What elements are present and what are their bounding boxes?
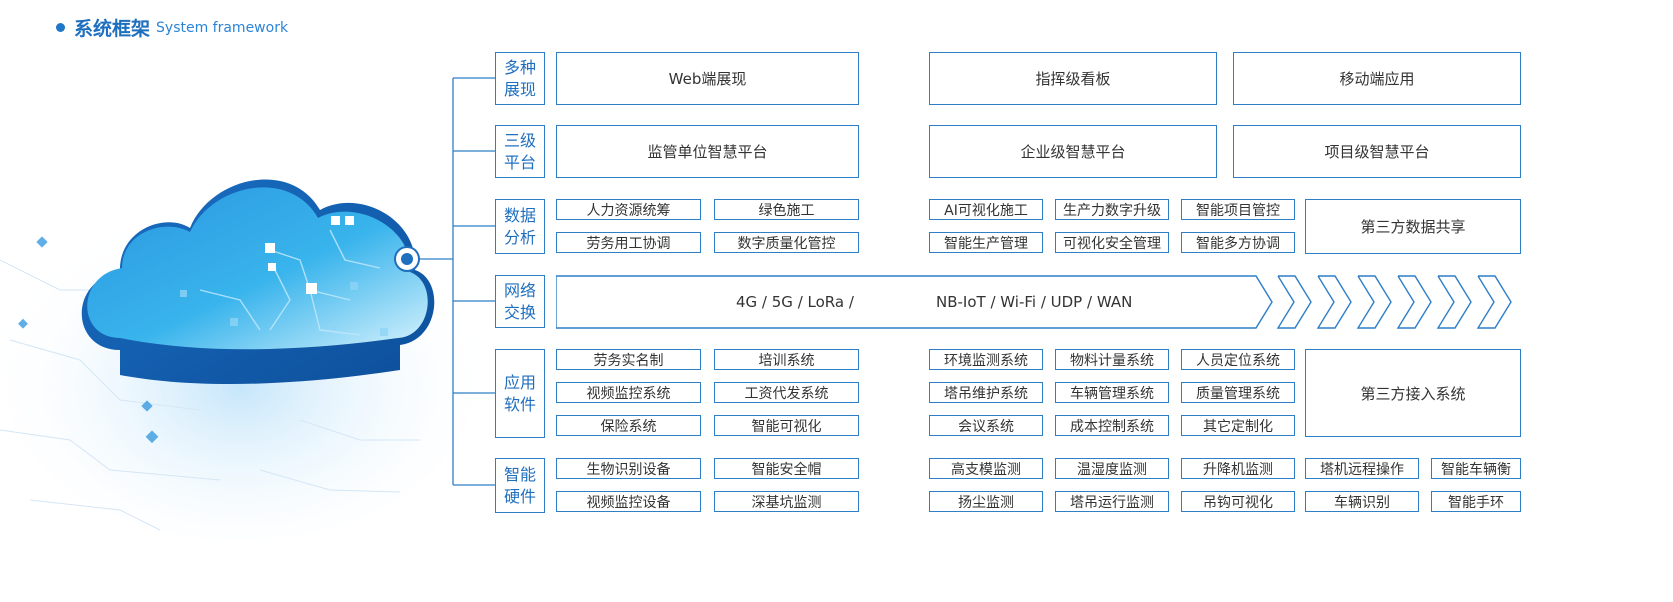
hardware-item[interactable]: 温湿度监测 [1055, 458, 1169, 479]
category-display: 多种展现 [495, 52, 545, 105]
category-network-line2: 交换 [503, 302, 536, 322]
software-third-party-access[interactable]: 第三方接入系统 [1305, 349, 1521, 437]
section-header: 系统框架 System framework [56, 14, 288, 41]
analysis-item[interactable]: 智能项目管控 [1181, 199, 1295, 220]
category-hardware: 智能硬件 [495, 458, 545, 513]
software-item[interactable]: 培训系统 [714, 349, 859, 370]
software-item[interactable]: 视频监控系统 [556, 382, 701, 403]
category-software: 应用软件 [495, 349, 545, 438]
category-software-line2: 软件 [503, 394, 536, 414]
category-analysis-line1: 数据 [503, 205, 536, 225]
category-platform-line1: 三级 [503, 130, 536, 150]
hardware-item[interactable]: 塔机远程操作 [1305, 458, 1419, 479]
category-software-line1: 应用 [503, 372, 536, 392]
hardware-item[interactable]: 塔吊运行监测 [1055, 491, 1169, 512]
analysis-item[interactable]: 智能多方协调 [1181, 232, 1295, 253]
software-item[interactable]: 保险系统 [556, 415, 701, 436]
analysis-item[interactable]: 数字质量化管控 [714, 232, 859, 253]
category-analysis: 数据分析 [495, 199, 545, 254]
category-hardware-line1: 智能 [503, 464, 536, 484]
analysis-item[interactable]: 智能生产管理 [929, 232, 1043, 253]
analysis-item[interactable]: 生产力数字升级 [1055, 199, 1169, 220]
hardware-item[interactable]: 车辆识别 [1305, 491, 1419, 512]
software-item[interactable]: 会议系统 [929, 415, 1043, 436]
analysis-item[interactable]: 人力资源统筹 [556, 199, 701, 220]
analysis-item[interactable]: AI可视化施工 [929, 199, 1043, 220]
hardware-item[interactable]: 高支模监测 [929, 458, 1043, 479]
network-protocols-right: NB-IoT / Wi-Fi / UDP / WAN [936, 293, 1133, 311]
title-zh: 系统框架 [74, 18, 151, 40]
hardware-item[interactable]: 深基坑监测 [714, 491, 859, 512]
bullet-dot [56, 23, 65, 32]
software-item[interactable]: 人员定位系统 [1181, 349, 1295, 370]
platform-regulator[interactable]: 监管单位智慧平台 [556, 125, 859, 178]
software-item[interactable]: 成本控制系统 [1055, 415, 1169, 436]
analysis-item[interactable]: 可视化安全管理 [1055, 232, 1169, 253]
software-item[interactable]: 环境监测系统 [929, 349, 1043, 370]
platform-enterprise[interactable]: 企业级智慧平台 [929, 125, 1217, 178]
platform-project[interactable]: 项目级智慧平台 [1233, 125, 1521, 178]
hardware-item[interactable]: 吊钩可视化 [1181, 491, 1295, 512]
software-item[interactable]: 工资代发系统 [714, 382, 859, 403]
category-analysis-line2: 分析 [503, 227, 536, 247]
network-protocols-left: 4G / 5G / LoRa / [736, 293, 854, 311]
category-platform-line2: 平台 [503, 152, 536, 172]
cloud-illustration [0, 140, 480, 560]
category-network: 网络交换 [495, 275, 545, 328]
hardware-item[interactable]: 扬尘监测 [929, 491, 1043, 512]
category-platform: 三级平台 [495, 125, 545, 178]
display-mobile[interactable]: 移动端应用 [1233, 52, 1521, 105]
category-hardware-line2: 硬件 [503, 486, 536, 506]
analysis-item[interactable]: 绿色施工 [714, 199, 859, 220]
display-web[interactable]: Web端展现 [556, 52, 859, 105]
analysis-item[interactable]: 劳务用工协调 [556, 232, 701, 253]
network-arrow: 4G / 5G / LoRa / NB-IoT / Wi-Fi / UDP / … [555, 275, 1522, 329]
display-command-board[interactable]: 指挥级看板 [929, 52, 1217, 105]
analysis-third-party-share[interactable]: 第三方数据共享 [1305, 199, 1521, 254]
cloud-icon [0, 179, 480, 540]
network-arrow-shape [555, 275, 1512, 329]
category-display-line2: 展现 [503, 79, 536, 99]
software-item[interactable]: 劳务实名制 [556, 349, 701, 370]
software-item[interactable]: 智能可视化 [714, 415, 859, 436]
category-network-line1: 网络 [503, 280, 536, 300]
hardware-item[interactable]: 智能手环 [1431, 491, 1521, 512]
hardware-item[interactable]: 生物识别设备 [556, 458, 701, 479]
software-item[interactable]: 车辆管理系统 [1055, 382, 1169, 403]
software-item[interactable]: 塔吊维护系统 [929, 382, 1043, 403]
hardware-item[interactable]: 智能车辆衡 [1431, 458, 1521, 479]
category-display-line1: 多种 [503, 57, 536, 77]
hardware-item[interactable]: 视频监控设备 [556, 491, 701, 512]
software-item[interactable]: 其它定制化 [1181, 415, 1295, 436]
title-en: System framework [156, 19, 289, 36]
software-item[interactable]: 物料计量系统 [1055, 349, 1169, 370]
hardware-item[interactable]: 智能安全帽 [714, 458, 859, 479]
hardware-item[interactable]: 升降机监测 [1181, 458, 1295, 479]
software-item[interactable]: 质量管理系统 [1181, 382, 1295, 403]
